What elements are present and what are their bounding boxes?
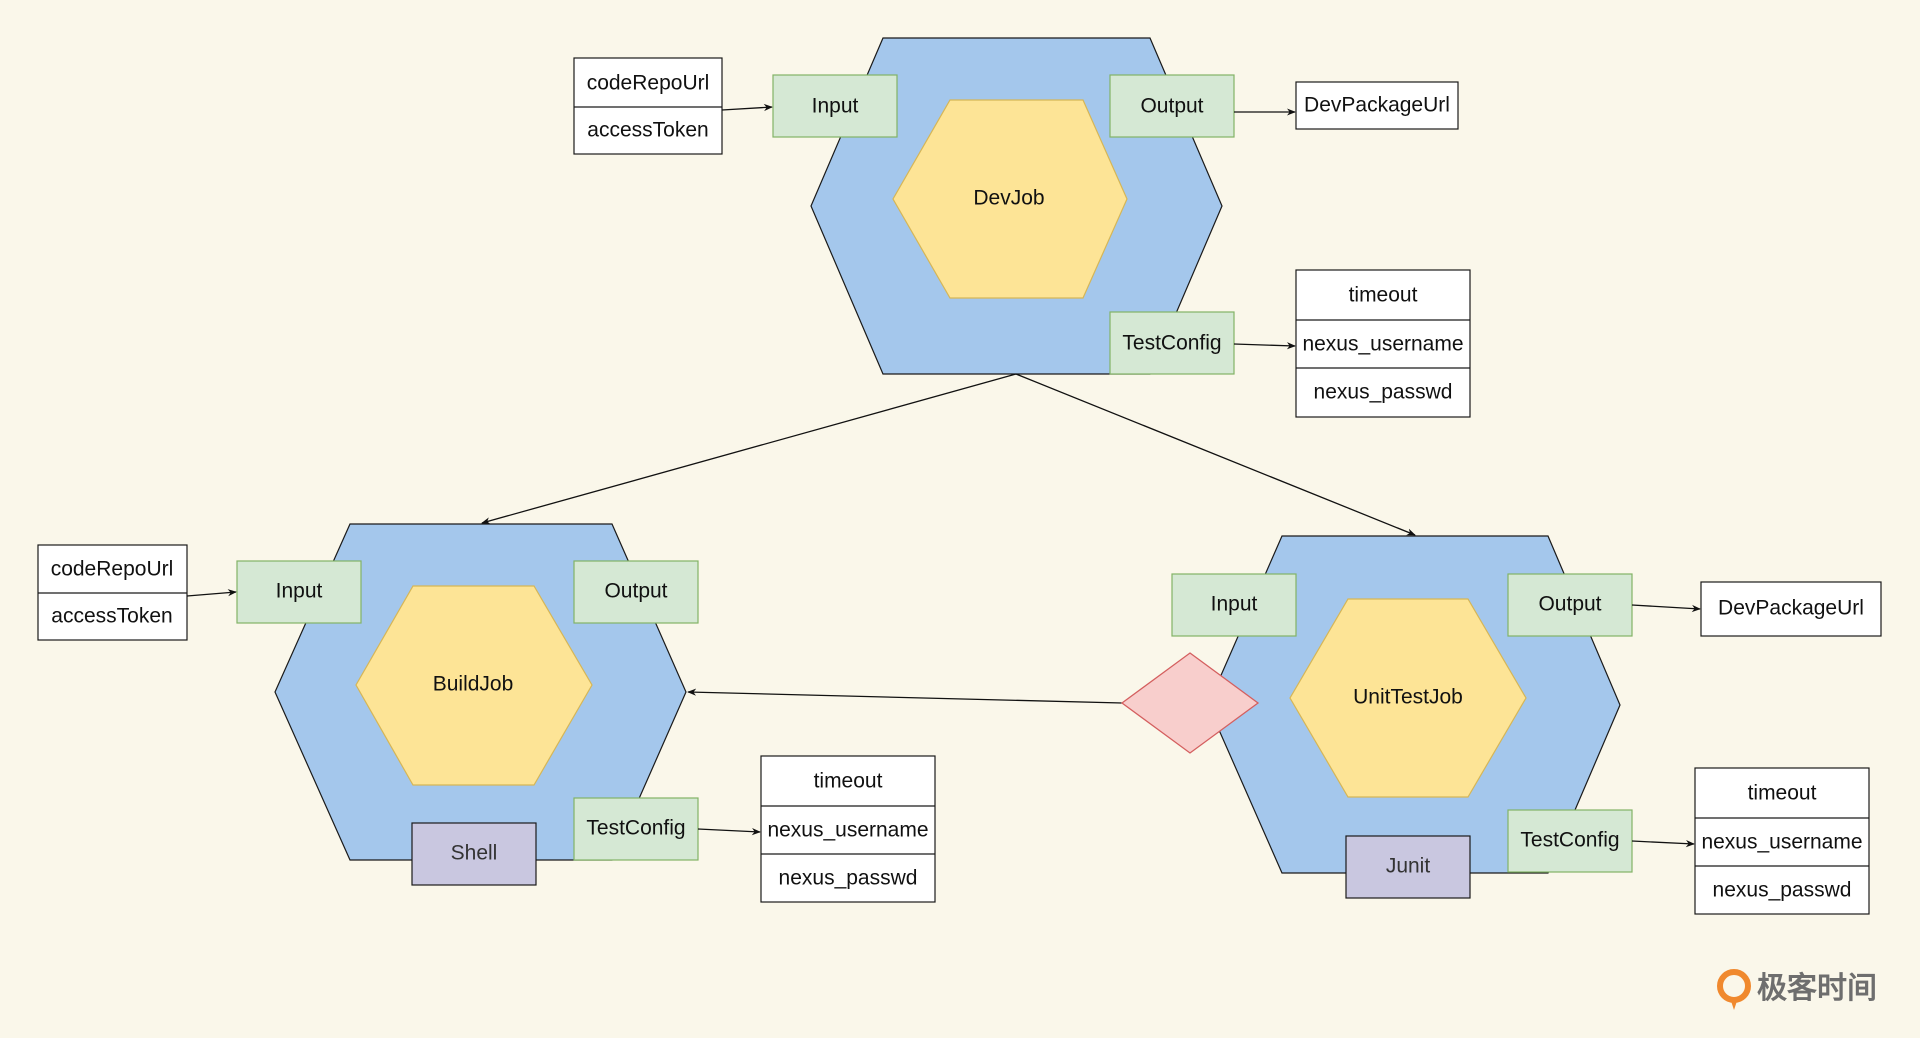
dev-job-param-coderepourl: codeRepoUrl — [587, 72, 710, 95]
dev-job-param-nexus-username: nexus_username — [1302, 333, 1463, 356]
unit-test-job-param-devpackageurl: DevPackageUrl — [1718, 597, 1864, 620]
dev-job-testconfig-arrow — [1233, 342, 1296, 350]
build-job-input-label: Input — [276, 580, 323, 603]
build-job-core-hexagon — [355, 585, 593, 786]
unit-test-job-testconfig-params-table: timeout nexus_username nexus_passwd — [1694, 767, 1870, 915]
dev-job-title: DevJob — [973, 187, 1044, 210]
dev-job-param-accesstoken: accessToken — [587, 119, 708, 142]
build-job-output-label: Output — [604, 580, 667, 603]
decision-diamond[interactable] — [1120, 652, 1260, 754]
dev-job-input-params-table: codeRepoUrl accessToken — [573, 57, 723, 155]
unit-test-job-testconfig-port[interactable]: TestConfig — [1507, 809, 1633, 873]
build-job-param-timeout: timeout — [814, 770, 883, 793]
dev-job-output-params-table: DevPackageUrl — [1295, 81, 1459, 130]
build-job-output-port[interactable]: Output — [573, 560, 699, 624]
dev-job-param-timeout: timeout — [1349, 284, 1418, 307]
build-job-input-port[interactable]: Input — [236, 560, 362, 624]
build-job-param-nexus-passwd: nexus_passwd — [779, 867, 918, 890]
unit-test-job-param-nexus-passwd: nexus_passwd — [1713, 879, 1852, 902]
dev-job: DevJob Input Output TestConfig codeRepoU… — [573, 37, 1471, 418]
devjob-to-unittestjob-edge — [1015, 373, 1416, 536]
unit-test-job-tool-label: Junit — [1386, 855, 1431, 878]
unit-test-job-testconfig-label: TestConfig — [1520, 829, 1619, 852]
unit-test-job-output-label: Output — [1538, 593, 1601, 616]
devjob-to-buildjob-edge — [481, 373, 1017, 525]
build-job-tool-label: Shell — [451, 842, 498, 865]
unit-test-job-testconfig-arrow — [1631, 840, 1695, 848]
unit-test-job-output-port[interactable]: Output — [1507, 573, 1633, 637]
unit-test-job-output-arrow — [1631, 604, 1701, 613]
dev-job-testconfig-params-table: timeout nexus_username nexus_passwd — [1295, 269, 1471, 418]
unit-test-job-core-hexagon — [1289, 598, 1527, 798]
unit-test-job-param-timeout: timeout — [1748, 782, 1817, 805]
build-job-testconfig-arrow — [697, 828, 761, 836]
build-job: BuildJob Input Output TestConfig Shell c… — [37, 523, 936, 903]
build-job-testconfig-params-table: timeout nexus_username nexus_passwd — [760, 755, 936, 903]
geektime-logo-icon — [1717, 969, 1751, 1010]
build-job-testconfig-label: TestConfig — [586, 817, 685, 840]
geektime-watermark: 极客时间 — [1717, 969, 1877, 1010]
unit-test-job-param-nexus-username: nexus_username — [1701, 831, 1862, 854]
dev-job-testconfig-port[interactable]: TestConfig — [1109, 311, 1235, 375]
unit-test-job-title: UnitTestJob — [1353, 686, 1463, 709]
unit-test-job-input-port[interactable]: Input — [1171, 573, 1297, 637]
dev-job-output-port[interactable]: Output — [1109, 74, 1235, 138]
dev-job-input-arrow — [721, 103, 773, 112]
geektime-watermark-text: 极客时间 — [1757, 971, 1877, 1006]
unit-test-job: UnitTestJob Input Output TestConfig Juni… — [1171, 535, 1882, 915]
build-job-param-accesstoken: accessToken — [51, 605, 172, 628]
build-job-testconfig-port[interactable]: TestConfig — [573, 797, 699, 861]
dev-job-param-nexus-passwd: nexus_passwd — [1314, 381, 1453, 404]
unit-test-job-output-params-table: DevPackageUrl — [1700, 581, 1882, 637]
build-job-input-params-table: codeRepoUrl accessToken — [37, 544, 188, 641]
build-job-input-arrow — [186, 589, 237, 597]
dev-job-core-hexagon — [892, 99, 1128, 299]
build-job-title: BuildJob — [433, 673, 514, 696]
dev-job-input-port[interactable]: Input — [772, 74, 898, 138]
build-job-param-nexus-username: nexus_username — [767, 819, 928, 842]
build-job-param-coderepourl: codeRepoUrl — [51, 558, 174, 581]
dev-job-input-label: Input — [812, 95, 859, 118]
dev-job-output-label: Output — [1140, 95, 1203, 118]
dev-job-testconfig-label: TestConfig — [1122, 332, 1221, 355]
decision-to-buildjob-edge — [687, 688, 1123, 704]
unit-test-job-input-label: Input — [1211, 593, 1258, 616]
dev-job-param-devpackageurl: DevPackageUrl — [1304, 94, 1450, 117]
build-job-tool-shell[interactable]: Shell — [411, 822, 537, 886]
unit-test-job-tool-junit[interactable]: Junit — [1345, 835, 1471, 899]
